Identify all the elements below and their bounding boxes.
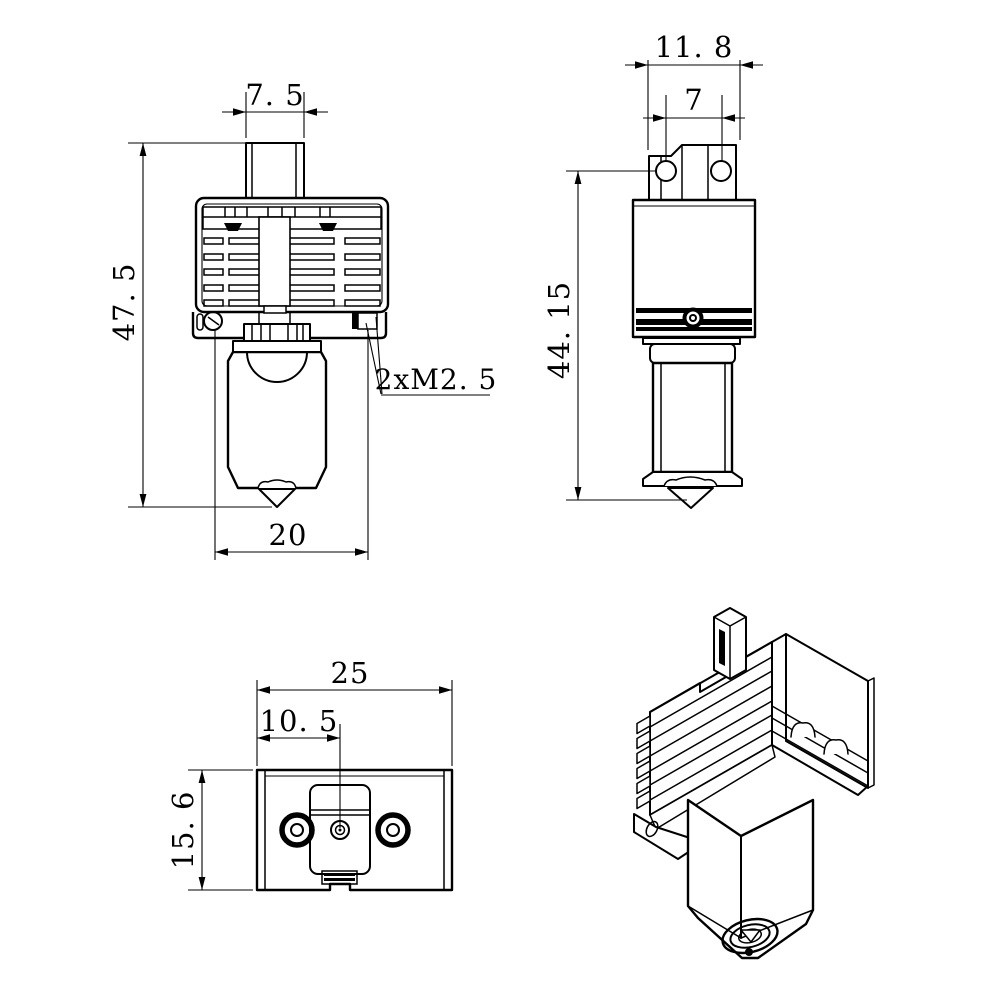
dim-label-15-6: 15. 6 [166, 791, 200, 870]
screw-hole-left [203, 311, 223, 331]
dim-label-47-5: 47. 5 [107, 263, 141, 342]
axle-hole-left [655, 160, 677, 182]
top-bracket [648, 144, 737, 200]
heatbreak-column [258, 216, 291, 307]
dimension-overall-height-front: 47. 5 [107, 142, 272, 508]
dimension-side-width: 11. 8 [625, 30, 763, 150]
iso-post-stripe [719, 629, 725, 666]
axle-hole-right [710, 160, 732, 182]
nozzle [258, 488, 296, 508]
heater-block [226, 350, 328, 490]
heatsink-clip-left [224, 223, 242, 231]
iso-fin-teeth [636, 715, 651, 810]
dimension-hole-spacing: 7 [643, 83, 745, 162]
heatsink-clip-right [319, 223, 337, 231]
dimension-bottom-width: 25 [256, 656, 453, 766]
dim-label-25: 25 [331, 656, 370, 690]
dimension-bottom-depth: 15. 6 [166, 769, 253, 891]
bottom-view: 25 10. 5 15. 6 [166, 656, 454, 892]
dim-label-20: 20 [269, 518, 308, 552]
iso-boss-2 [823, 739, 849, 755]
iso-mounting-plate [785, 633, 869, 789]
dim-label-7: 7 [684, 83, 703, 117]
dim-label-44-15: 44. 15 [542, 281, 576, 379]
dimension-tube-width: 7. 5 [222, 78, 328, 138]
dim-label-7-5: 7. 5 [245, 78, 304, 112]
block-arc [246, 351, 308, 383]
iso-fin-lines [649, 656, 773, 801]
washer-right [375, 812, 411, 848]
heater-block-side [651, 361, 734, 474]
side-view: 11. 8 7 44. 15 [542, 30, 763, 509]
heatsink-top-rail [202, 206, 382, 230]
dimension-block-width: 20 [214, 330, 369, 560]
heatbreak-clamp [243, 323, 311, 342]
dim-label-11-8: 11. 8 [655, 30, 734, 64]
isometric-view [633, 607, 875, 960]
iso-rails [771, 705, 869, 796]
dimension-side-height: 44. 15 [542, 170, 687, 501]
front-view: 7. 5 47. 5 20 2xM2. 5 [107, 78, 498, 560]
note-label-2xM2-5: 2xM2. 5 [375, 363, 498, 396]
thread-note: 2xM2. 5 [365, 316, 498, 396]
iso-nozzle-tip [745, 948, 753, 956]
nozzle-side [667, 487, 714, 509]
iso-heater-block [686, 798, 815, 960]
dimension-center-offset: 10. 5 [257, 704, 341, 828]
screw-hole-right [357, 312, 378, 330]
dim-label-10-5: 10. 5 [260, 704, 339, 738]
heatsink [194, 196, 390, 314]
washer-left [279, 812, 315, 848]
plate-slot-left [196, 313, 204, 331]
iso-boss-1 [790, 722, 816, 738]
filament-tube [245, 142, 305, 200]
